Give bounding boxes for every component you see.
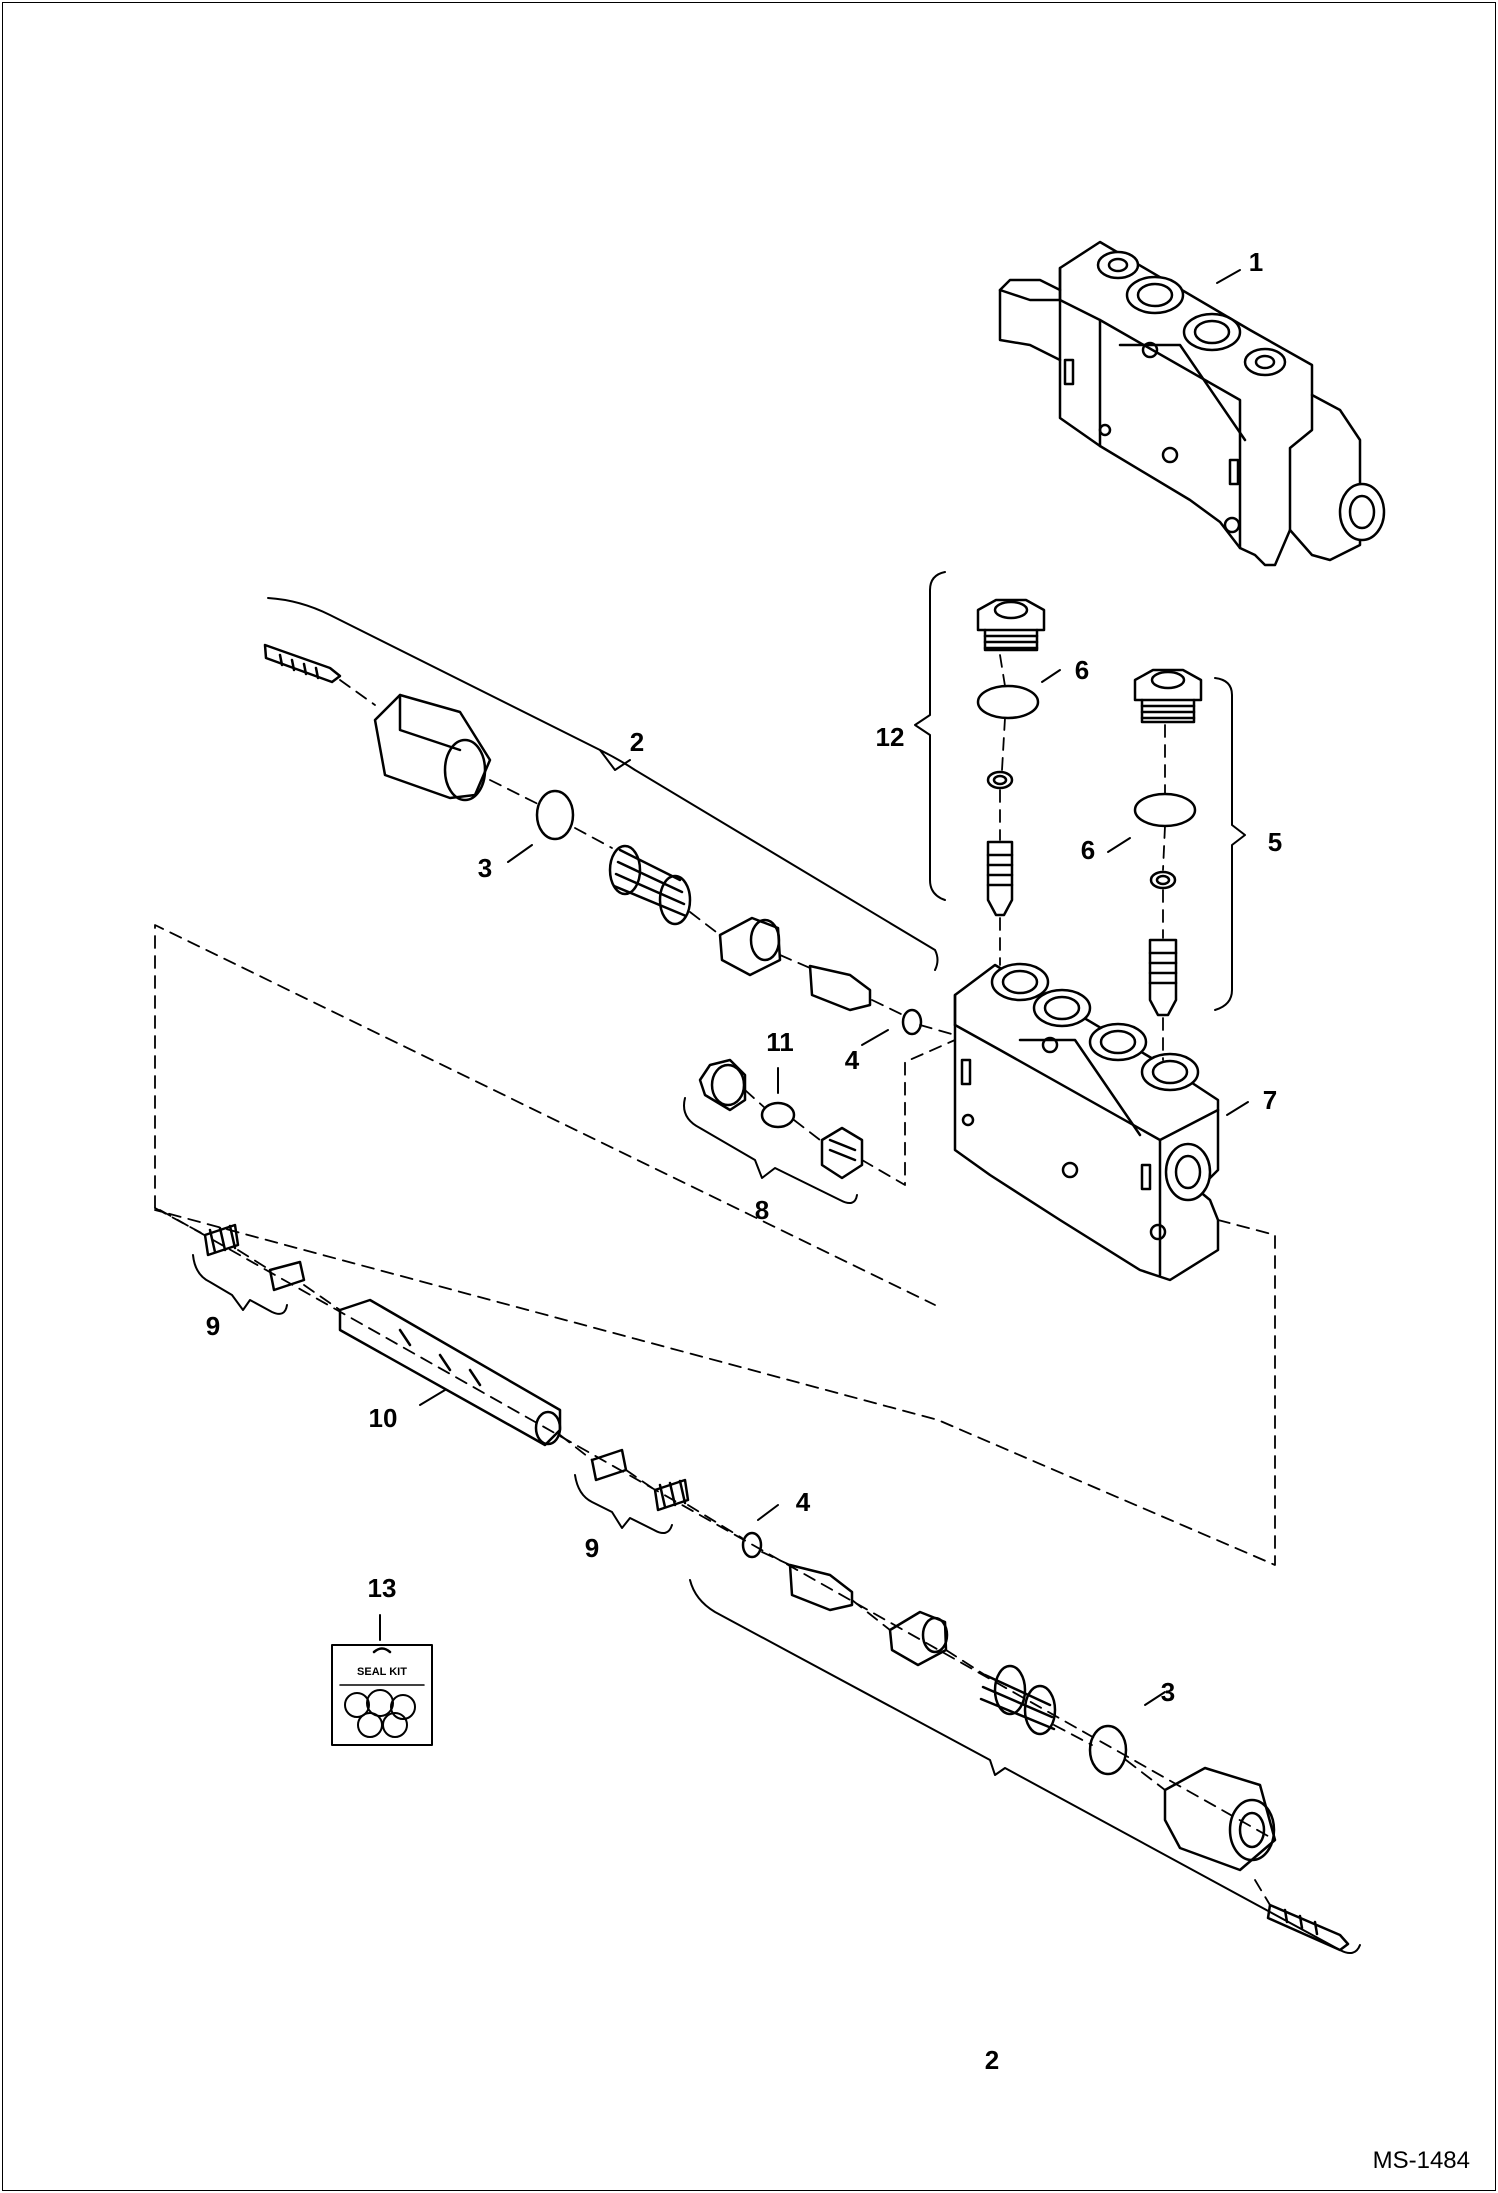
callout-oring-small-upper: 4 bbox=[844, 1045, 860, 1075]
callout-oring-small-lower: 4 bbox=[795, 1487, 811, 1517]
document-code: MS-1484 bbox=[1372, 2147, 1470, 2174]
check-group-parts bbox=[698, 1058, 864, 1180]
callout-valve-body: 1 bbox=[1248, 247, 1264, 277]
callout-oring-check: 11 bbox=[766, 1027, 794, 1057]
callout-detent-right: 9 bbox=[584, 1533, 600, 1563]
callout-oring-relief-left: 6 bbox=[1074, 655, 1090, 685]
seal-kit-label: SEAL KIT bbox=[357, 1666, 407, 1678]
upper-spring-cap-parts bbox=[263, 643, 923, 1036]
assembly-guide-lines bbox=[154, 654, 1276, 1906]
callout-detent-left: 9 bbox=[205, 1311, 221, 1341]
section-body-drawing bbox=[953, 962, 1220, 1282]
callout-spring-cap-upper: 2 bbox=[629, 727, 645, 757]
callout-spring-cap-lower: 2 bbox=[984, 2045, 1000, 2075]
callout-seal-kit: 13 bbox=[367, 1573, 397, 1603]
callout-oring-upper: 3 bbox=[477, 853, 493, 883]
lower-spring-cap-parts bbox=[788, 1563, 1350, 1952]
callout-spool: 10 bbox=[368, 1403, 398, 1433]
callout-check-group: 8 bbox=[754, 1195, 770, 1225]
callout-relief-group-right: 5 bbox=[1267, 827, 1283, 857]
callout-relief-group-left: 12 bbox=[875, 722, 905, 752]
valve-body-drawing bbox=[998, 240, 1386, 567]
group-braces bbox=[192, 571, 1361, 1955]
callout-oring-lower: 3 bbox=[1160, 1677, 1176, 1707]
relief-group-right-parts bbox=[1133, 668, 1203, 1017]
seal-kit-icon bbox=[331, 1644, 433, 1746]
spool-assembly-parts bbox=[203, 1223, 763, 1559]
relief-group-left-parts bbox=[976, 598, 1046, 917]
leader-lines bbox=[379, 269, 1249, 1706]
callout-oring-relief-right: 6 bbox=[1080, 835, 1096, 865]
callout-section-body: 7 bbox=[1262, 1085, 1278, 1115]
